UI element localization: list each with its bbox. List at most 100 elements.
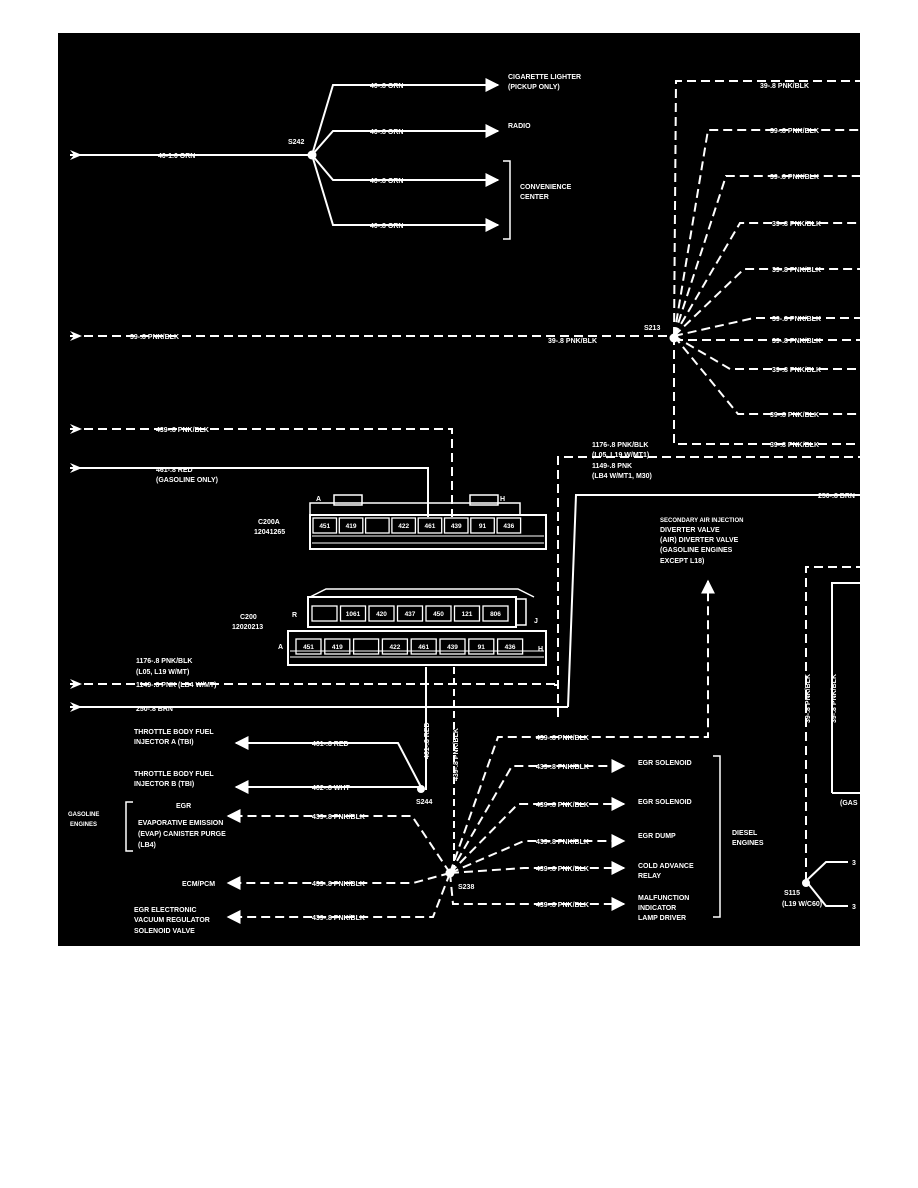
label-1176-upper-note: (L05, L19 W/MT1)	[592, 452, 649, 459]
c200a-cell-4	[417, 517, 443, 534]
label-s115-note: (L19 W/C60)	[782, 901, 822, 908]
label-orn-3: 40-.8 ORN	[370, 178, 403, 185]
label-c200a: C200A	[258, 519, 280, 526]
label-439-ecm: 439-.8 PNK/BLK	[312, 881, 365, 888]
dest-tbi-a-2: INJECTOR A (TBI)	[134, 739, 194, 746]
label-trunc-3b: 3	[852, 904, 856, 911]
c200a-pin-6: 91	[479, 523, 487, 530]
label-s115: S115	[784, 890, 800, 897]
label-439-evrv: 439-.8 PNK/BLK	[312, 915, 365, 922]
label-461-note: (GASOLINE ONLY)	[156, 477, 218, 484]
label-39-10: 39-.8 PNK/BLK	[770, 442, 819, 449]
c200-top-cell-6	[482, 605, 509, 622]
label-c200a-a: A	[316, 496, 321, 503]
c200-top-pin-2: 420	[376, 611, 387, 618]
label-439-vert: 439-.8 PNK/BLK	[453, 728, 460, 781]
group-gasoline-2: ENGINES	[70, 822, 97, 828]
label-c200-h: H	[538, 646, 543, 653]
c200-bottom-cell-0	[295, 638, 322, 655]
label-439-cold: 439-.8 PNK/BLK	[536, 866, 589, 873]
c200-top-pin-4: 450	[433, 611, 444, 618]
wire-461-c200a	[70, 467, 429, 517]
dest-egr-dump: EGR DUMP	[638, 833, 676, 840]
label-1149-upper: 1149-.8 PNK	[592, 463, 632, 470]
wire-orn-cig	[311, 78, 500, 156]
dest-evrv-2: VACUUM REGULATOR	[134, 917, 210, 924]
label-439-egr-dump: 439-.8 PNK/BLK	[536, 839, 589, 846]
c200a-cell-5	[443, 517, 469, 534]
bracket-convenience	[503, 160, 511, 240]
label-439-air: 439-.8 PNK/BLK	[536, 735, 589, 742]
label-39-1: 39-.8 PNK/BLK	[760, 83, 809, 90]
wire-tbi-a	[234, 736, 422, 788]
wire-1176-main	[557, 456, 860, 717]
c200-bottom-pin-7: 436	[505, 644, 516, 651]
dest-evap-2: (EVAP) CANISTER PURGE	[138, 831, 226, 838]
label-39-vert-1: 39-.8 PNK/BLK	[805, 674, 812, 723]
c200-bottom-pin-0: 451	[303, 644, 314, 651]
dest-mil-3: LAMP DRIVER	[638, 915, 686, 922]
dest-air-3: (AIR) DIVERTER VALVE	[660, 537, 739, 544]
label-39-7: 39-.8 PNK/BLK	[772, 338, 821, 345]
label-39-3: 39-.8 PNK/BLK	[770, 174, 819, 181]
bracket-gasoline	[125, 801, 133, 852]
c200-top-pin-6: 806	[490, 611, 501, 618]
dest-radio: RADIO	[508, 123, 531, 130]
splice-s242	[307, 150, 317, 160]
c200a-pin-0: 451	[319, 523, 330, 530]
dest-mil-2: INDICATOR	[638, 905, 676, 912]
c200-bottom-cell-1	[324, 638, 351, 655]
label-461-vert: 461-.8 RED	[424, 722, 431, 759]
c200-top-pin-3: 437	[405, 611, 416, 618]
label-orn-4: 40-.8 ORN	[370, 223, 403, 230]
label-c200a-part: 12041265	[254, 529, 285, 536]
label-462: 462-.8 WHT	[312, 785, 350, 792]
dest-evap-1: EVAPORATIVE EMISSION	[138, 820, 223, 827]
dest-tbi-b-2: INJECTOR B (TBI)	[134, 781, 194, 788]
label-1149-lower: 1149-.8 PNK (LB4 W/MT)	[136, 682, 217, 689]
c200a-cell-7	[496, 517, 522, 534]
dest-egr-sol-1: EGR SOLENOID	[638, 760, 692, 767]
label-1176-upper: 1176-.8 PNK/BLK	[592, 442, 648, 449]
wire-brn-main	[567, 494, 860, 708]
label-orn-in: 40-1.0 ORN	[158, 153, 195, 160]
group-gas-trunc: (GAS	[840, 800, 858, 807]
dest-tbi-a-1: THROTTLE BODY FUEL	[134, 729, 214, 736]
label-439-in: 439-.8 PNK/BLK	[156, 427, 209, 434]
dest-air-2: DIVERTER VALVE	[660, 527, 720, 534]
c200-top-cell-2	[368, 605, 395, 622]
c200a-cell-3	[391, 517, 417, 534]
label-1149-upper-note: (LB4 W/MT1, M30)	[592, 473, 652, 480]
dest-tbi-b-1: THROTTLE BODY FUEL	[134, 771, 214, 778]
wire-right-vert-1	[805, 566, 860, 881]
dest-conv-2: CENTER	[520, 194, 549, 201]
c200-bottom-pin-4: 461	[418, 644, 429, 651]
s238-right-wires	[449, 579, 715, 911]
c200-bottom-pin-3: 422	[389, 644, 400, 651]
wire-orn-conv-1	[311, 154, 500, 187]
label-c200-part: 12020213	[232, 624, 263, 631]
dest-evap-3: (LB4)	[138, 842, 156, 849]
label-s213: S213	[644, 325, 660, 332]
c200a-pin-4: 461	[425, 523, 436, 530]
wire-orn-conv-2	[311, 154, 500, 232]
bracket-diesel	[713, 755, 721, 918]
c200-bottom-cell-4	[410, 638, 437, 655]
dest-mil-1: MALFUNCTION	[638, 895, 689, 902]
wire-439-c200a	[70, 428, 453, 517]
splice-s244	[417, 785, 425, 793]
c200-bottom-cell-5	[439, 638, 466, 655]
dest-cold-1: COLD ADVANCE	[638, 863, 694, 870]
label-39-mid: 39-.8 PNK/BLK	[548, 338, 597, 345]
label-39-6: 39-.8 PNK/BLK	[772, 316, 821, 323]
label-s242: S242	[288, 139, 304, 146]
label-439-egr-sol-1: 439-.8 PNK/BLK	[536, 764, 589, 771]
connector-c200a	[309, 494, 547, 550]
c200-top-cell-4	[425, 605, 452, 622]
c200-top-cell-5	[453, 605, 481, 622]
label-1176-lower: 1176-.8 PNK/BLK	[136, 658, 192, 665]
label-461-tbi-a: 461-.8 RED	[312, 741, 349, 748]
